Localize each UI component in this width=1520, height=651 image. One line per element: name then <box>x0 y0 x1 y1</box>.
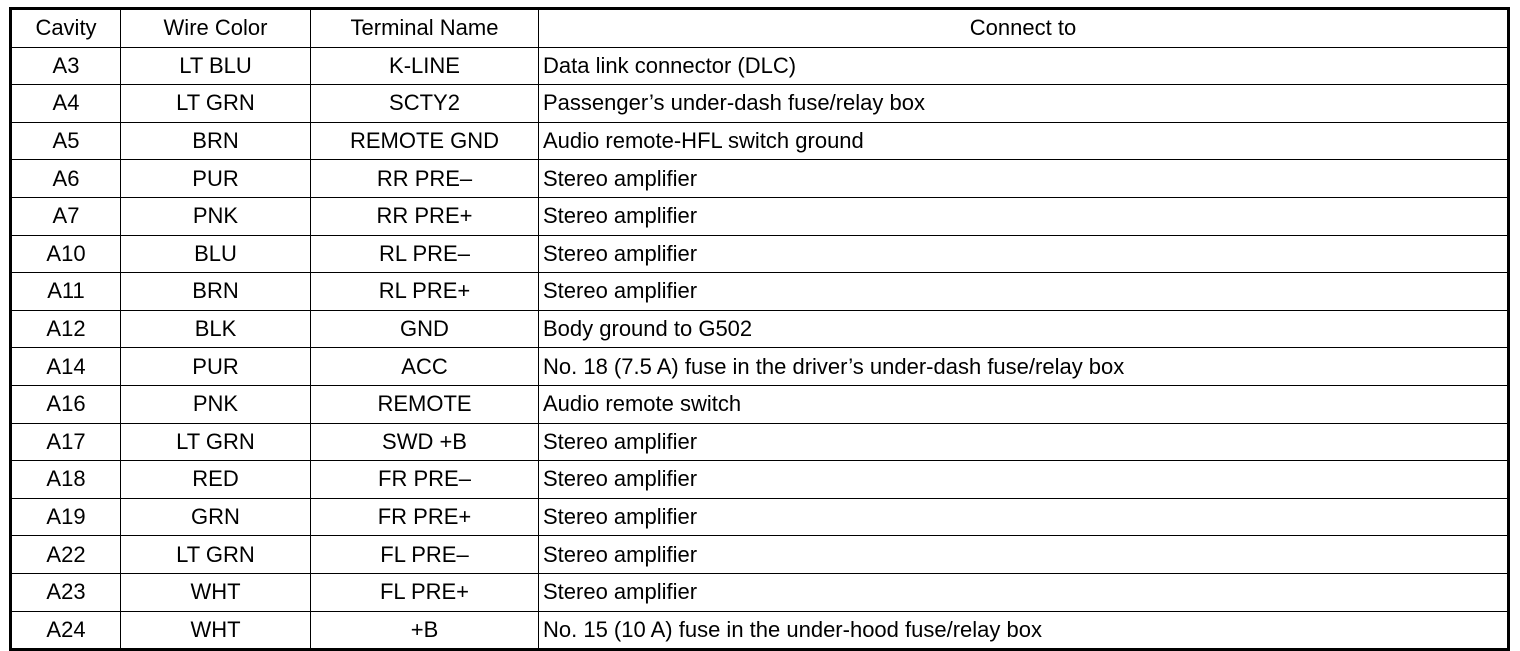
header-wire-color: Wire Color <box>120 8 311 48</box>
header-terminal-name: Terminal Name <box>310 8 539 48</box>
cell-terminal-name: FR PRE– <box>310 460 539 499</box>
cell-wire-color: LT GRN <box>120 535 311 574</box>
cell-wire-color: GRN <box>120 497 311 537</box>
cell-terminal-name: RR PRE– <box>310 159 539 198</box>
cell-terminal-name: GND <box>310 309 539 349</box>
cell-terminal-name: RL PRE+ <box>310 272 539 311</box>
connector-pinout-table: Cavity Wire Color Terminal Name Connect … <box>9 7 1510 651</box>
cell-terminal-name: K-LINE <box>310 46 539 86</box>
cell-connect-to: Passenger’s under-dash fuse/relay box <box>538 84 1509 123</box>
cell-connect-to: Stereo amplifier <box>538 572 1509 612</box>
cell-connect-to: Stereo amplifier <box>538 460 1509 499</box>
cell-wire-color: PUR <box>120 159 311 198</box>
cell-connect-to: No. 18 (7.5 A) fuse in the driver’s unde… <box>538 347 1509 386</box>
cell-wire-color: BLU <box>120 234 311 274</box>
cell-terminal-name: REMOTE GND <box>310 121 539 161</box>
cell-cavity: A22 <box>10 535 121 574</box>
cell-connect-to: Audio remote switch <box>538 384 1509 424</box>
cell-wire-color: WHT <box>120 610 311 651</box>
cell-connect-to: Stereo amplifier <box>538 422 1509 462</box>
cell-terminal-name: SCTY2 <box>310 84 539 123</box>
cell-wire-color: BRN <box>120 121 311 161</box>
cell-connect-to: Stereo amplifier <box>538 234 1509 274</box>
cell-connect-to: Data link connector (DLC) <box>538 46 1509 86</box>
cell-wire-color: BRN <box>120 272 311 311</box>
cell-cavity: A7 <box>10 196 121 236</box>
cell-cavity: A16 <box>10 384 121 424</box>
cell-wire-color: PNK <box>120 384 311 424</box>
cell-connect-to: Stereo amplifier <box>538 196 1509 236</box>
cell-cavity: A23 <box>10 572 121 612</box>
header-cavity: Cavity <box>10 8 121 48</box>
cell-wire-color: RED <box>120 460 311 499</box>
cell-cavity: A11 <box>10 272 121 311</box>
cell-connect-to: Audio remote-HFL switch ground <box>538 121 1509 161</box>
cell-cavity: A24 <box>10 610 121 651</box>
cell-terminal-name: SWD +B <box>310 422 539 462</box>
cell-cavity: A19 <box>10 497 121 537</box>
cell-wire-color: BLK <box>120 309 311 349</box>
cell-wire-color: PNK <box>120 196 311 236</box>
cell-connect-to: Stereo amplifier <box>538 159 1509 198</box>
cell-terminal-name: FL PRE– <box>310 535 539 574</box>
header-row: Cavity Wire Color Terminal Name Connect … <box>10 8 1509 48</box>
cell-connect-to: Body ground to G502 <box>538 309 1509 349</box>
cell-cavity: A6 <box>10 159 121 198</box>
cell-terminal-name: FL PRE+ <box>310 572 539 612</box>
cell-wire-color: PUR <box>120 347 311 386</box>
cell-cavity: A12 <box>10 309 121 349</box>
cell-cavity: A14 <box>10 347 121 386</box>
cell-wire-color: LT GRN <box>120 422 311 462</box>
cell-cavity: A17 <box>10 422 121 462</box>
cell-terminal-name: +B <box>310 610 539 651</box>
cell-terminal-name: ACC <box>310 347 539 386</box>
cell-connect-to: Stereo amplifier <box>538 272 1509 311</box>
cell-wire-color: LT BLU <box>120 46 311 86</box>
table-header: Cavity Wire Color Terminal Name Connect … <box>10 8 1509 48</box>
cell-cavity: A10 <box>10 234 121 274</box>
cell-cavity: A4 <box>10 84 121 123</box>
cell-terminal-name: REMOTE <box>310 384 539 424</box>
cell-cavity: A18 <box>10 460 121 499</box>
cell-wire-color: LT GRN <box>120 84 311 123</box>
cell-terminal-name: RR PRE+ <box>310 196 539 236</box>
cell-connect-to: Stereo amplifier <box>538 535 1509 574</box>
cell-cavity: A3 <box>10 46 121 86</box>
cell-connect-to: No. 15 (10 A) fuse in the under-hood fus… <box>538 610 1509 651</box>
cell-connect-to: Stereo amplifier <box>538 497 1509 537</box>
cell-terminal-name: FR PRE+ <box>310 497 539 537</box>
cell-wire-color: WHT <box>120 572 311 612</box>
header-connect-to: Connect to <box>538 8 1509 48</box>
cell-cavity: A5 <box>10 121 121 161</box>
cell-terminal-name: RL PRE– <box>310 234 539 274</box>
